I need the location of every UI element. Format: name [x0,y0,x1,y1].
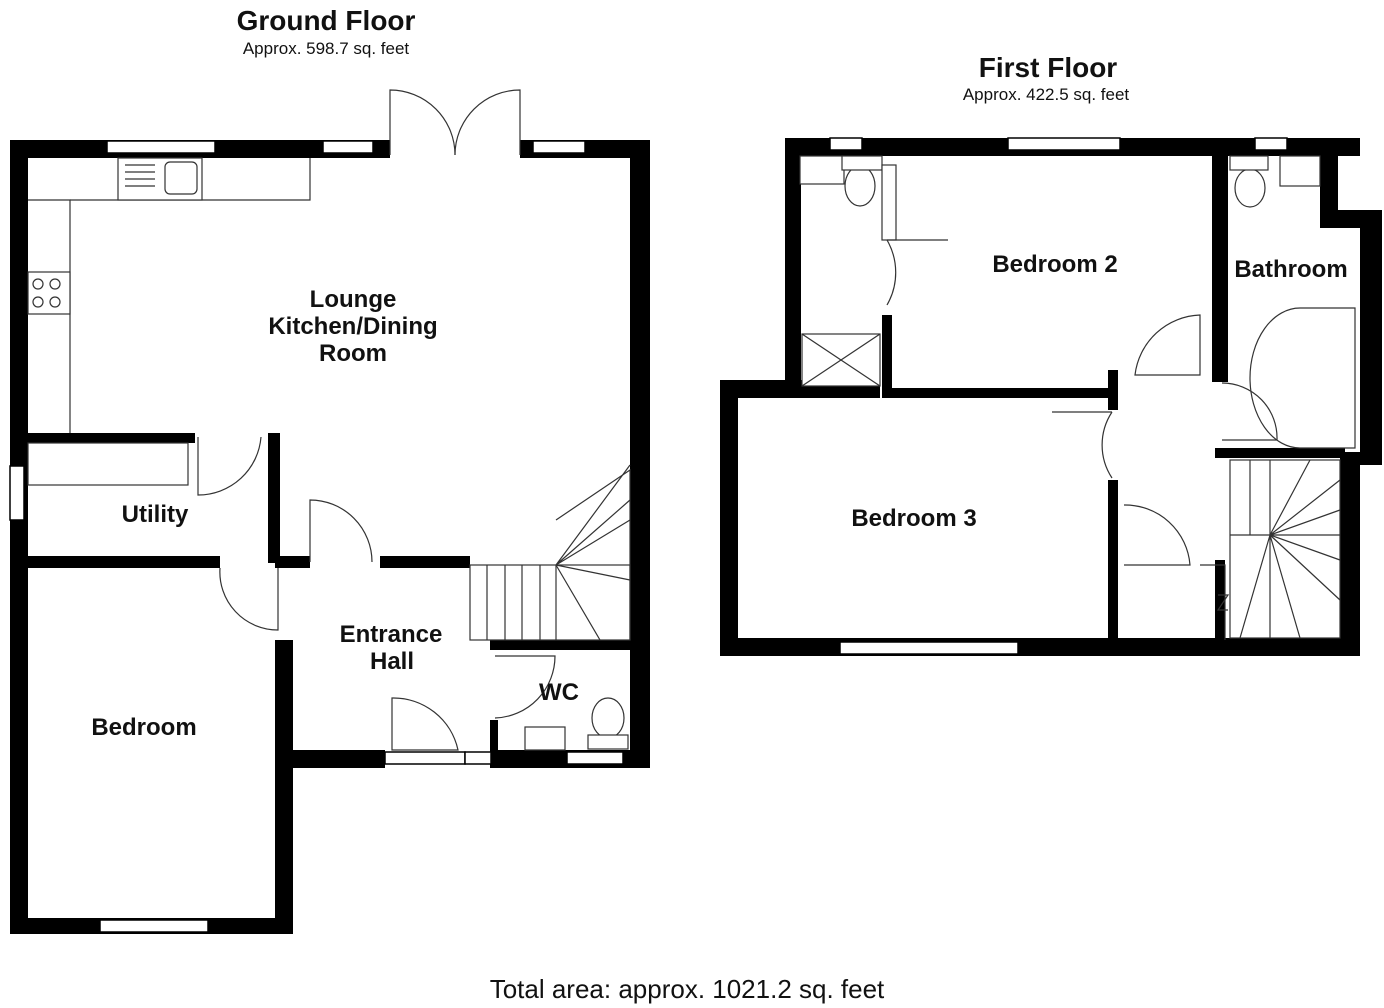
bedroom-door [219,567,279,631]
ff-east-wall-upper [1320,138,1338,228]
gf-hall-west-wall [275,556,310,568]
gf-french-door [454,89,521,156]
gf-window [9,465,25,521]
bath-icon [1249,307,1356,449]
toilet-icon [844,165,876,207]
front-door [391,697,459,751]
hob-icon [27,271,71,315]
room-label-lounge: Lounge [310,286,397,313]
room-label-bedroom: Bedroom [91,714,196,741]
gf-lounge-south-wall [380,556,470,568]
ff-bath-south-wall [1215,448,1345,458]
room-label-room: Room [319,340,387,367]
gf-bedroom-north-wall [10,556,220,568]
cistern-icon [841,155,883,171]
gf-window [532,140,586,154]
basin-icon [1279,155,1321,187]
first-floor-plan [720,137,1382,656]
total-area: Total area: approx. 1021.2 sq. feet [490,974,885,1004]
ff-cupboard-wall [1215,560,1225,645]
gf-window [106,140,216,154]
ground-floor-plan [9,89,650,934]
ensuite-door [886,239,897,306]
utility-worktop [27,442,189,486]
basin-icon [524,726,566,751]
ff-east-wall [1360,210,1382,465]
ff-west-wall-lower [720,380,738,655]
gf-east-wall [630,140,650,768]
bedroom3-door [1101,411,1113,479]
ff-stairs [1229,459,1341,639]
ff-east-wall-stair [1340,452,1360,656]
ff-south-wall [720,638,1360,656]
gf-window [322,140,374,154]
room-label-kitchen-dining: Kitchen/Dining [268,313,437,340]
gf-stairs [469,564,631,641]
ground-floor-area: Approx. 598.7 sq. feet [243,39,410,58]
gf-west-wall [10,140,28,934]
ff-bed3-north-wall [882,388,1110,398]
stair-arrow-icon [1216,594,1230,611]
ff-landing-post [1108,370,1118,410]
gf-french-door [389,89,456,156]
ensuite-screen [881,164,897,241]
gf-wc-west-wall [490,720,498,768]
first-floor-area: Approx. 422.5 sq. feet [963,85,1130,104]
gf-utility-north-wall [10,433,195,443]
gf-window [566,751,624,765]
toilet-icon [1234,168,1266,208]
ff-bed3-east-wall [1108,480,1118,645]
gf-south-wall-mid [275,750,385,768]
lounge-door [309,499,373,563]
room-label-hall: Hall [370,648,414,675]
gf-worktop [28,199,71,433]
room-label-bedroom-2: Bedroom 2 [992,251,1117,278]
ff-window [839,641,1019,655]
ff-window [1254,137,1288,151]
ff-west-wall-upper [785,138,801,390]
room-label-wc: WC [539,679,579,706]
room-label-utility: Utility [122,501,189,528]
cistern-icon [587,734,629,750]
bathroom-door [1221,382,1278,441]
gf-bedroom-east-wall [275,640,293,934]
ff-window [829,137,863,151]
first-floor-title: First Floor [979,52,1118,83]
gf-window [464,751,492,765]
room-label-entrance: Entrance [340,621,443,648]
gf-window [384,751,466,765]
basin-icon [799,155,845,185]
room-label-bathroom: Bathroom [1234,256,1347,283]
ground-floor-title: Ground Floor [237,5,416,36]
cistern-icon [1229,155,1269,171]
ff-window [1007,137,1121,151]
gf-window [99,919,209,933]
wc-door [494,655,556,719]
bedroom2-door [1134,314,1201,376]
gf-utility-east-wall [268,433,280,563]
cupboard-door [1123,504,1191,566]
gf-wc-north-wall [490,640,650,650]
utility-door [197,436,262,496]
sink-bowl-icon [164,161,198,195]
toilet-icon [591,697,625,739]
room-label-bedroom-3: Bedroom 3 [851,505,976,532]
ff-ensuite-wall [882,315,892,395]
ff-bath-west-wall [1212,152,1228,382]
